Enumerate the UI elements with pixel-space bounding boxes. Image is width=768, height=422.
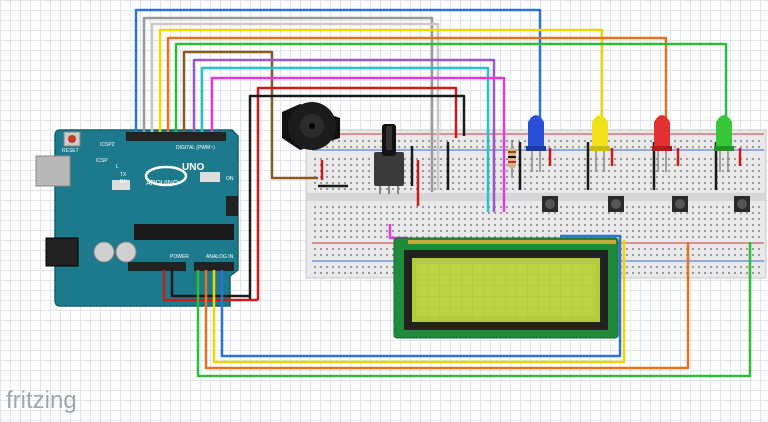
wire-magenta <box>210 76 506 212</box>
icsp-label: ICSP <box>96 158 108 164</box>
digital-label: DIGITAL (PWM~) <box>176 145 215 151</box>
wire-cyan <box>200 66 490 212</box>
wire-blue-bottom <box>220 234 622 358</box>
led-blue <box>526 115 546 172</box>
led-red <box>652 115 672 172</box>
wire-orange-top <box>166 36 668 132</box>
wire-gray-1 <box>142 16 434 192</box>
wire-brown <box>182 50 318 180</box>
power-header <box>128 262 186 271</box>
power-label: POWER <box>170 254 189 260</box>
wire-blue <box>134 8 542 132</box>
wire-yellow-bottom <box>212 240 626 364</box>
atmega-chip <box>134 224 234 240</box>
reset-label: RESET <box>62 148 79 154</box>
pushbutton-4 <box>734 196 750 212</box>
arduino-brand-label: ARDUINO <box>146 180 179 187</box>
pushbutton-1 <box>542 196 558 212</box>
power-jack <box>45 237 79 267</box>
wire-orange-bottom <box>204 242 690 370</box>
wire-yellow-top <box>158 28 604 132</box>
wire-green-bottom <box>196 242 752 378</box>
tx-label: TX <box>120 172 127 178</box>
led-green <box>714 115 734 172</box>
pushbutton-2 <box>608 196 624 212</box>
wire-red-top <box>256 86 458 300</box>
analog-header <box>194 262 234 271</box>
wire-red-bottom <box>162 270 258 302</box>
on-label: ON <box>226 176 234 182</box>
resistor <box>508 140 516 178</box>
analog-label: ANALOG IN <box>206 254 234 260</box>
lcd-character-grid <box>416 264 596 316</box>
fritzing-watermark: fritzing <box>6 387 77 414</box>
wire-black-top <box>248 94 466 300</box>
piezo-buzzer <box>282 102 340 150</box>
arduino-uno-board <box>35 129 239 307</box>
potentiometer <box>374 124 404 194</box>
lcd-16x2 <box>393 237 619 339</box>
led-yellow <box>590 115 610 172</box>
wire-gray-2 <box>150 22 440 190</box>
rx-label: RX <box>120 179 127 185</box>
wire-purple <box>192 58 496 212</box>
usb-port <box>35 155 71 187</box>
wire-green-top <box>174 42 728 132</box>
wires <box>134 8 752 378</box>
wire-black-bottom <box>170 270 250 298</box>
l-label: L <box>116 164 119 170</box>
pushbutton-3 <box>672 196 688 212</box>
arduino-model-label: UNO <box>182 162 205 173</box>
digital-header <box>126 132 226 141</box>
icsp2-label: ICSP2 <box>100 142 115 148</box>
